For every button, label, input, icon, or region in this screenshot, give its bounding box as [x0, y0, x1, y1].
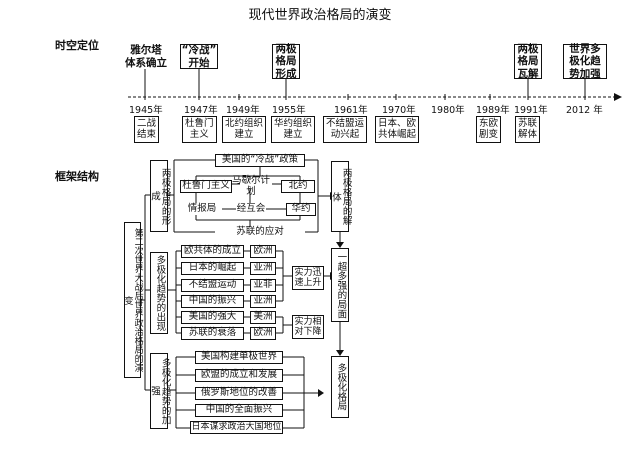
year-1955: 1955年 [272, 105, 306, 116]
section-framework-label: 框架结构 [55, 170, 99, 183]
branch2-region-1: 欧洲 [250, 245, 276, 258]
branch3-item-5: 日本谋求政治大国地位 [190, 421, 283, 434]
multipolar-pattern-box: 多极化格局 [331, 356, 349, 418]
timeline-bottom-event-1945: 二战 结束 [134, 116, 160, 143]
year-1947: 1947年 [184, 105, 218, 116]
branch2-region-6: 欧洲 [250, 327, 276, 340]
branch2-item-2: 日本的崛起 [181, 262, 244, 275]
timeline-bottom-event-1947: 杜鲁门 主义 [182, 116, 217, 143]
section-timeline-label: 时空定位 [55, 39, 99, 52]
us-cold-war-policy-box: 美国的“冷战”政策 [215, 154, 305, 167]
warsaw-pact-box: 华约 [286, 203, 316, 216]
truman-doctrine-box: 杜鲁门主义 [180, 180, 232, 193]
timeline-top-event-1947: “冷战” 开始 [180, 44, 218, 69]
timeline-bottom-event-1961: 不结盟运 动兴起 [323, 116, 368, 143]
branch2-item-4: 中国的振兴 [181, 295, 244, 308]
year-1980: 1980年 [431, 105, 465, 116]
branch2-region-3: 亚非 [250, 279, 276, 292]
timeline-top-event-2012: 世界多 极化趋 势加强 [563, 43, 607, 80]
branch2-region-2: 亚洲 [250, 262, 276, 275]
timeline-top-event-1991: 两极 格局 瓦解 [514, 43, 542, 80]
comecon-label: 经互会 [236, 203, 266, 215]
framework-root-box: 第二次世界大战后世界政治格局的演变 [123, 222, 143, 378]
branch3-item-2: 欧盟的成立和发展 [195, 369, 283, 382]
branch2-item-3: 不结盟运动 [181, 279, 244, 292]
nato-box: 北约 [281, 180, 315, 193]
timeline-top-event-1955: 两极 格局 形成 [272, 43, 300, 80]
timeline-bottom-event-1955: 华约组织 建立 [271, 116, 316, 143]
bipolar-collapse-box: 两极格局的解体 [330, 161, 352, 232]
cominform-label: 情报局 [187, 203, 217, 215]
branch-multipolar-emergence: 多极化趋势的出现 [150, 252, 168, 334]
branch2-item-5: 美国的强大 [181, 311, 244, 324]
year-1961: 1961年 [334, 105, 368, 116]
branch3-item-3: 俄罗斯地位的改善 [195, 387, 283, 400]
branch2-region-5: 美洲 [250, 311, 276, 324]
timeline-bottom-event-1991: 苏联 解体 [515, 116, 541, 143]
page-title: 现代世界政治格局的演变 [248, 8, 392, 23]
branch2-region-4: 亚洲 [250, 295, 276, 308]
year-1949: 1949年 [226, 105, 260, 116]
branch3-item-1: 美国构建单极世界 [195, 351, 283, 364]
soviet-response-label: 苏联的应对 [236, 226, 284, 238]
timeline-bottom-event-1949: 北约组织 建立 [222, 116, 267, 143]
timeline-bottom-event-1989: 东欧 剧变 [476, 116, 502, 143]
branch3-item-4: 中国的全面振兴 [195, 404, 283, 417]
branch-bipolar-formation: 两极格局的形成 [149, 160, 171, 232]
branch-multipolar-strengthening: 多极化趋势的加强 [149, 353, 171, 429]
strength-rise-box: 实力迅速上升 [292, 266, 324, 290]
marshall-plan-label: 马歇尔计划 [231, 174, 270, 197]
year-1970: 1970年 [382, 105, 416, 116]
strength-fall-box: 实力相对下降 [292, 315, 324, 339]
branch2-item-6: 苏联的衰落 [181, 327, 244, 340]
timeline-top-event-1945: 雅尔塔 体系确立 [124, 44, 168, 69]
year-2012: 2012 年 [566, 105, 603, 116]
year-1989: 1989年 [476, 105, 510, 116]
one-superpower-box: 一超多强的局面 [331, 248, 349, 322]
year-1945: 1945年 [129, 105, 163, 116]
branch2-item-1: 欧共体的成立 [181, 245, 244, 258]
timeline-bottom-event-1970: 日本、欧 共体崛起 [375, 116, 420, 143]
year-1991: 1991年 [514, 105, 548, 116]
